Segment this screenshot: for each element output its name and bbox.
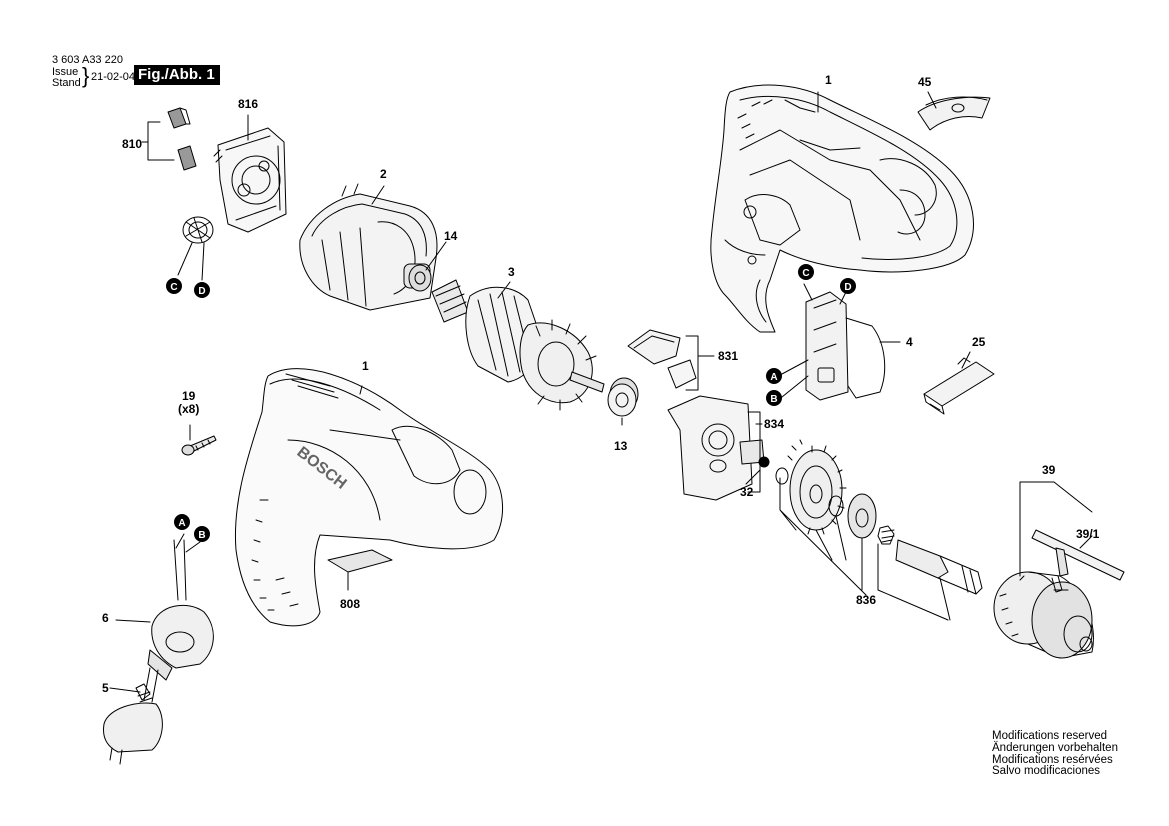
label-part-14: 14 bbox=[444, 229, 458, 243]
label-part-19-qty: (x8) bbox=[178, 402, 199, 416]
label-part-836: 836 bbox=[856, 593, 876, 607]
label-part-32: 32 bbox=[740, 485, 754, 499]
label-part-19: 19 bbox=[182, 389, 196, 403]
label-part-1-bottom: 1 bbox=[362, 359, 369, 373]
label-part-816: 816 bbox=[238, 97, 258, 111]
svg-text:B: B bbox=[198, 530, 205, 541]
part-816-brush-holder-drawing bbox=[213, 127, 287, 233]
part-25-clip-drawing bbox=[923, 357, 995, 415]
marker-d-right: D bbox=[840, 278, 856, 294]
label-part-808: 808 bbox=[340, 597, 360, 611]
document-number: 3 603 A33 220 bbox=[52, 54, 123, 66]
part-836-gear-set-drawing bbox=[775, 439, 983, 595]
note-line: Modifications resérvées bbox=[992, 753, 1113, 766]
marker-c-left: C bbox=[166, 278, 182, 294]
label-part-5: 5 bbox=[102, 681, 109, 695]
issue-date: 21-02-04 bbox=[91, 71, 136, 83]
marker-b-right: B bbox=[766, 390, 782, 406]
part-19-screw-drawing bbox=[181, 435, 217, 456]
label-part-3: 3 bbox=[508, 265, 515, 279]
part-45-cover-drawing bbox=[917, 96, 991, 131]
part-32-ball-drawing bbox=[758, 456, 770, 468]
note-line: Salvo modificaciones bbox=[992, 765, 1101, 778]
marker-c-right: C bbox=[798, 264, 814, 280]
part-831-drawing bbox=[627, 329, 699, 391]
svg-text:A: A bbox=[178, 518, 185, 529]
svg-text:D: D bbox=[198, 286, 205, 297]
part-808-label-drawing bbox=[327, 549, 393, 573]
part-810-brushes-drawing bbox=[141, 107, 197, 171]
label-part-834: 834 bbox=[764, 417, 784, 431]
label-part-39: 39 bbox=[1042, 463, 1056, 477]
svg-text:C: C bbox=[170, 282, 177, 293]
part-39-1-chuck-key-drawing bbox=[1031, 529, 1125, 593]
svg-text:A: A bbox=[770, 372, 777, 383]
note-line: Änderungen vorbehalten bbox=[992, 741, 1118, 754]
part-labels: 1 45 816 810 2 14 3 13 831 834 32 4 25 1… bbox=[102, 73, 1100, 695]
label-part-39-1: 39/1 bbox=[1076, 527, 1100, 541]
label-part-25: 25 bbox=[972, 335, 986, 349]
marker-d-left: D bbox=[194, 282, 210, 298]
part-5-plug-drawing bbox=[103, 667, 163, 765]
svg-text:B: B bbox=[770, 394, 777, 405]
label-part-2: 2 bbox=[380, 167, 387, 181]
label-part-810: 810 bbox=[122, 137, 142, 151]
coil-wiring-drawing bbox=[177, 216, 214, 281]
part-13-bearing-drawing bbox=[607, 377, 639, 417]
part-6-cord-guard-drawing bbox=[147, 539, 214, 681]
svg-text:D: D bbox=[844, 282, 851, 293]
leader-lines bbox=[109, 91, 1093, 693]
part-39-chuck-drawing bbox=[993, 571, 1094, 659]
part-14-bearing-drawing bbox=[408, 264, 432, 292]
marker-a-left: A bbox=[174, 514, 190, 530]
part-2-stator-drawing bbox=[299, 183, 438, 311]
part-4-switch-drawing bbox=[805, 291, 886, 401]
label-part-4: 4 bbox=[906, 335, 913, 349]
note-line: Modifications reserved bbox=[992, 730, 1108, 742]
housing-half-bottom-drawing bbox=[234, 368, 504, 627]
label-part-831: 831 bbox=[718, 349, 738, 363]
label-part-13: 13 bbox=[614, 439, 628, 453]
label-part-6: 6 bbox=[102, 611, 109, 625]
brace-glyph: } bbox=[82, 63, 90, 88]
marker-a-right: A bbox=[766, 368, 782, 384]
issue-label: Issue bbox=[52, 66, 79, 78]
svg-text:C: C bbox=[802, 268, 809, 279]
housing-half-top-drawing bbox=[710, 84, 974, 333]
part-3-armature-drawing bbox=[431, 279, 605, 411]
modification-notes: Modifications reserved Änderungen vorbeh… bbox=[992, 730, 1118, 778]
connection-markers: C D C D A B A B bbox=[166, 264, 856, 542]
label-part-45: 45 bbox=[918, 75, 932, 89]
stand-label: Stand bbox=[52, 77, 81, 89]
figure-label: Fig./Abb. 1 bbox=[134, 65, 220, 85]
marker-b-left: B bbox=[194, 526, 210, 542]
label-part-1-top: 1 bbox=[825, 73, 832, 87]
part-834-gear-plate-drawing bbox=[667, 395, 765, 501]
